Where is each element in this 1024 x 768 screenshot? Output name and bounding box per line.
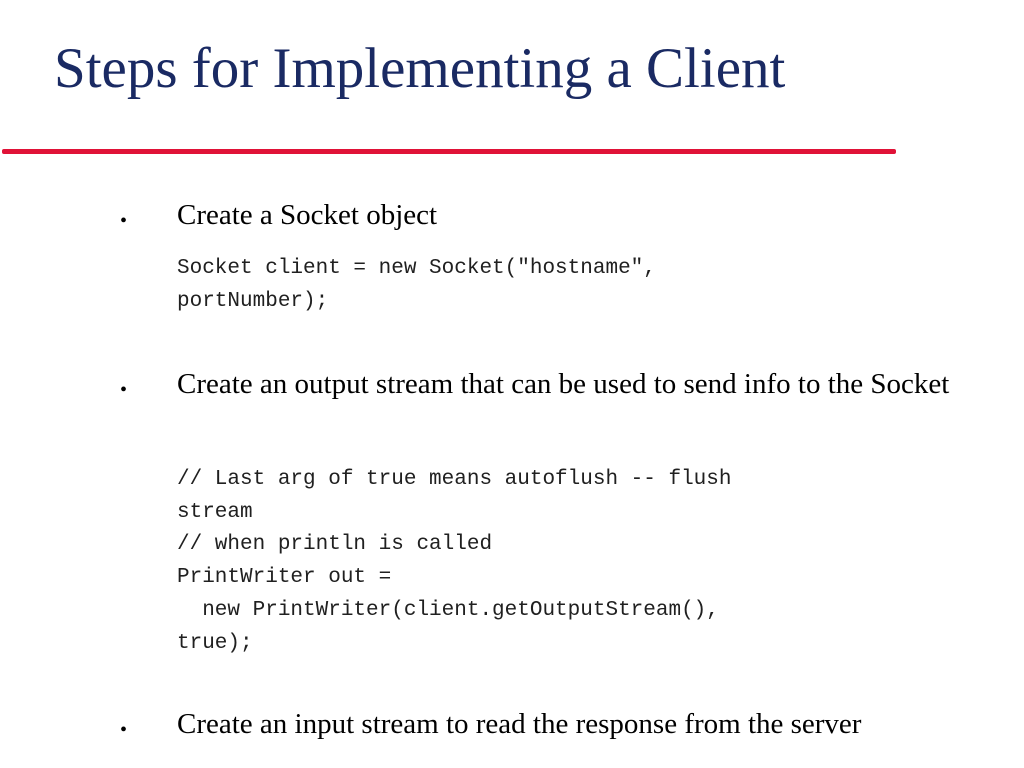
bullet-icon: • — [120, 719, 128, 741]
bullet-icon: • — [120, 379, 128, 401]
code-block: // Last arg of true means autoflush -- f… — [177, 468, 732, 655]
bullet-text: Create an input stream to read the respo… — [177, 708, 862, 740]
bullet-icon: • — [120, 210, 128, 232]
bullet-text: Create a Socket object — [177, 199, 438, 231]
bullet-text: Create an output stream that can be used… — [177, 368, 950, 400]
slide-title: Steps for Implementing a Client — [54, 37, 786, 100]
code-block: Socket client = new Socket("hostname", p… — [177, 257, 656, 313]
title-underline — [2, 149, 896, 154]
